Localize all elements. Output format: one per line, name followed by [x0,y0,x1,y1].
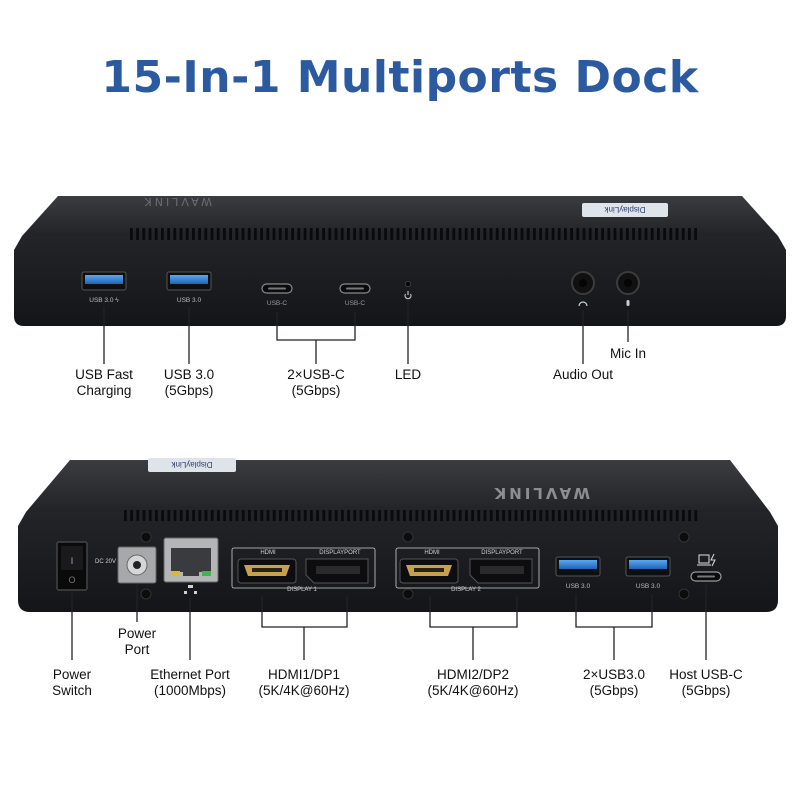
headphone-icon [578,301,588,307]
rear-callouts [71,584,707,660]
svg-text:USB-C: USB-C [267,300,288,307]
svg-text:DISPLAY 1: DISPLAY 1 [287,587,317,593]
label-hdmi2-dp2: HDMI2/DP2(5K/4K@60Hz) [427,667,519,698]
svg-text:HDMI: HDMI [260,550,276,556]
front-displaylink-badge [582,203,668,217]
svg-text:USB 3.0: USB 3.0 [636,583,661,590]
screw [678,531,690,543]
label-2x-usb30: 2×USB3.0(5Gbps) [583,667,645,698]
screw [402,531,414,543]
rear-brand-logo: WAVLINK [492,484,590,502]
label-audio-out: Audio Out [552,367,614,382]
svg-text:DISPLAY 2: DISPLAY 2 [451,587,481,593]
svg-text:USB-C: USB-C [345,300,366,307]
screw [140,531,152,543]
display2-bracket [395,547,540,589]
laptop-charge-icon [697,553,716,567]
screw [678,588,690,600]
screw [140,588,152,600]
rear-displaylink-badge [148,458,236,472]
display1-bracket [231,547,376,589]
microphone-icon [626,300,630,306]
svg-text:USB 3.0 ϟ: USB 3.0 ϟ [89,297,119,304]
page-title: 15-In-1 Multiports Dock [101,52,699,103]
svg-text:DisplayLink: DisplayLink [604,205,646,214]
front-brand-logo: WAVLINK [142,195,212,208]
front-dock: WAVLINK DisplayLink USB 3.0 ϟ USB 3.0 US… [14,195,786,326]
svg-text:DISPLAYPORT: DISPLAYPORT [319,550,361,556]
front-vent [130,228,697,240]
label-usb30-front: USB 3.0(5Gbps) [163,367,215,398]
svg-text:HDMI: HDMI [424,550,440,556]
svg-text:DISPLAYPORT: DISPLAYPORT [481,550,523,556]
power-icon [404,291,412,300]
svg-text:DisplayLink: DisplayLink [171,460,213,469]
svg-text:DC 20V: DC 20V [95,559,116,565]
label-hdmi1-dp1: HDMI1/DP1(5K/4K@60Hz) [258,667,350,698]
rear-vent [124,510,698,521]
label-led: LED [394,367,422,382]
svg-text:USB 3.0: USB 3.0 [177,297,202,304]
svg-text:O: O [68,575,75,585]
label-ethernet-port: Ethernet Port(1000Mbps) [150,667,230,698]
label-host-usbc: Host USB-C(5Gbps) [669,667,743,698]
led-indicator [405,281,411,287]
rear-top-surface [26,460,770,512]
front-callouts [103,300,629,364]
label-mic-in: Mic In [609,346,646,361]
svg-text:I: I [71,556,74,566]
screw [402,588,414,600]
rear-dock: WAVLINK DisplayLink I O DC 20V HDMI DISP… [18,458,778,612]
network-icon [184,585,197,594]
label-2x-usbc: 2×USB-C(5Gbps) [287,367,345,398]
svg-text:USB 3.0: USB 3.0 [566,583,591,590]
